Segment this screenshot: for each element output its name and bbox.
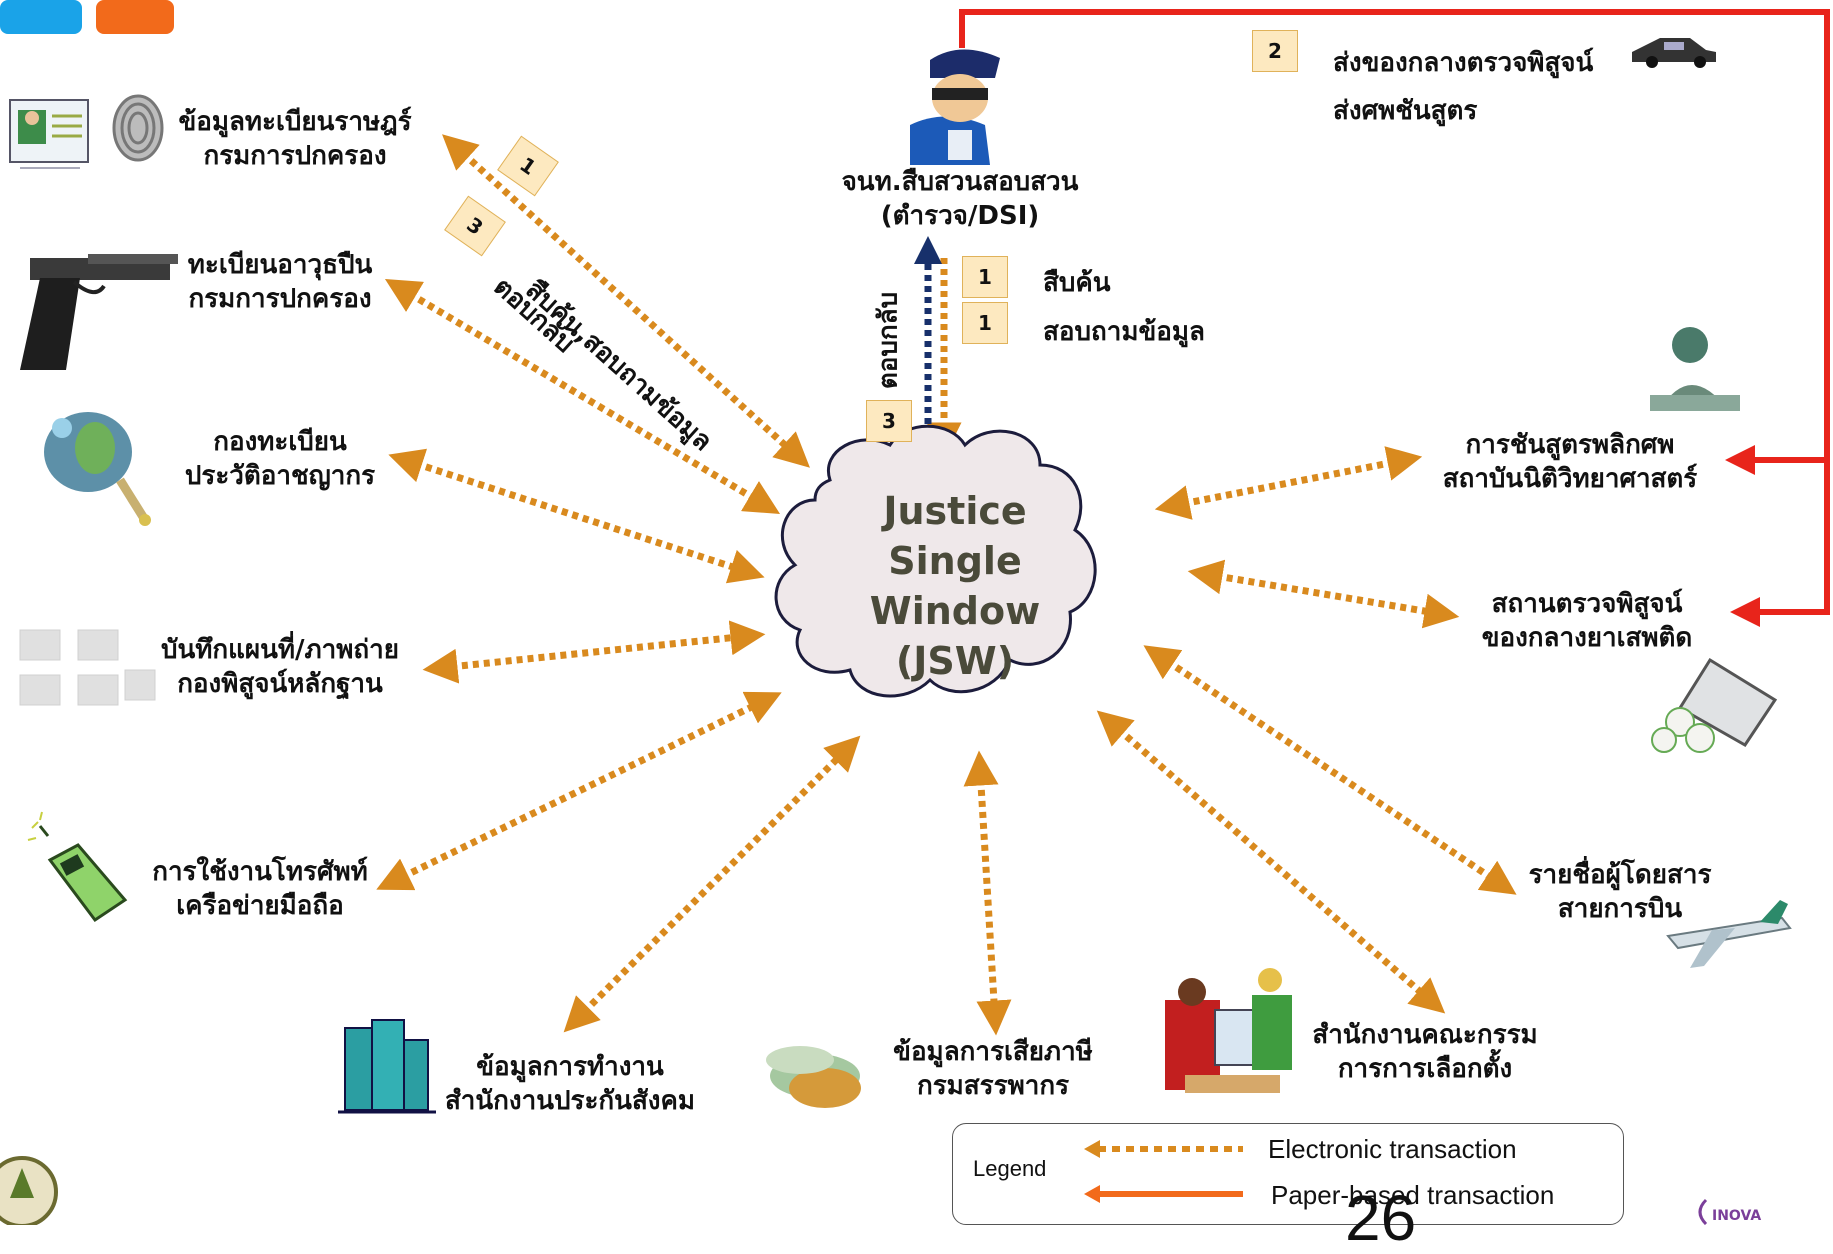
car-icon <box>1632 38 1716 68</box>
svg-text:INOVA: INOVA <box>1712 1208 1761 1224</box>
electronic-links <box>376 134 1517 1036</box>
link-social <box>563 735 861 1033</box>
legend: Legend Electronic transaction Paper-base… <box>952 1123 1624 1225</box>
legend-swatches <box>1084 1140 1243 1203</box>
id-card-icon <box>9 99 89 169</box>
node-election: สำนักงานคณะกรรม การการเลือกตั้ง <box>1312 1020 1538 1084</box>
legend-paper-label: Paper-based transaction <box>1271 1180 1555 1210</box>
jsw-line-3: Window <box>869 589 1041 633</box>
node-map-photo: บันทึกแผนที่/ภาพถ่าย กองพิสูจน์หลักฐาน <box>160 635 399 699</box>
step-badge-1b: 1 <box>962 302 1008 344</box>
node-forensic-autopsy: การชันสูตรพลิกศพ สถาบันนิติวิทยาศาสตร์ <box>1442 430 1698 494</box>
link-tax <box>963 750 1012 1036</box>
legend-title: Legend <box>973 1156 1047 1181</box>
node-tax: ข้อมูลการเสียภาษี กรมสรรพากร <box>893 1037 1093 1101</box>
pistol-icon <box>20 254 178 370</box>
step2-line2: ส่งศพชันสูตร <box>1333 96 1478 126</box>
map-photo-icon <box>19 629 156 706</box>
paper-based-route <box>959 9 1830 627</box>
step-text-search: สืบค้น <box>1043 268 1111 298</box>
jsw-line-1: Justice <box>883 489 1027 533</box>
magnifier-fingerprint-icon <box>44 412 151 526</box>
node-flight-passengers: รายชื่อผู้โดยสาร สายการบิน <box>1528 860 1712 924</box>
jsw-line-2: Single <box>888 539 1022 583</box>
step-badge-2: 2 <box>1252 30 1298 72</box>
node-mobile-usage: การใช้งานโทรศัพท์ เครือข่ายมือถือ <box>152 857 368 921</box>
top-tab-blue <box>0 0 82 34</box>
node-civil-registry: ข้อมูลทะเบียนราษฎร์ กรมการปกครอง <box>178 107 412 171</box>
jsw-line-4: (JSW) <box>895 639 1015 683</box>
step-badge-1a: 1 <box>962 256 1008 298</box>
node-social-security: ข้อมูลการทำงาน สำนักงานประกันสังคม <box>444 1052 696 1116</box>
top-tab-orange <box>96 0 174 34</box>
university-logo-icon <box>0 1156 58 1225</box>
node-criminal-records: กองทะเบียน ประวัติอาชญากร <box>184 427 376 491</box>
link-drug <box>1187 559 1460 629</box>
link-phone <box>376 691 782 891</box>
link-map <box>422 620 766 684</box>
jsw-cloud <box>774 424 1097 698</box>
airplane-icon <box>1666 900 1792 968</box>
page-number: 26 <box>1345 1182 1417 1254</box>
inova-logo-icon: INOVA <box>1698 1198 1761 1225</box>
node-narcotics-lab: สถานตรวจพิสูจน์ ของกลางยาเสพติด <box>1481 589 1693 653</box>
money-stack-icon <box>766 1046 861 1108</box>
link-flight <box>1143 645 1517 895</box>
jsw-title: Justice Single Window (JSW) <box>845 486 1065 686</box>
investigator-label: จนท.สืบสวนสอบสวน (ตำรวจ/DSI) <box>841 167 1079 231</box>
step-text-inquiry: สอบถามข้อมูล <box>1043 317 1205 347</box>
jsw-diagram: INOVA <box>0 0 1830 1225</box>
link-autopsy <box>1154 446 1423 520</box>
step2-line1: ส่งของกลางตรวจพิสูจน์ <box>1333 48 1594 78</box>
forensic-person-icon <box>1650 327 1740 411</box>
mobile-phone-icon <box>27 811 128 923</box>
fingerprint-icon <box>112 94 164 162</box>
police-officer-icon <box>910 49 1000 165</box>
step-badge-3: 3 <box>866 400 912 442</box>
link-criminal <box>388 448 765 584</box>
drug-bottle-icon <box>1651 657 1778 753</box>
legend-electronic-label: Electronic transaction <box>1268 1134 1517 1164</box>
node-firearm-registry: ทะเบียนอาวุธปืน กรมการปกครอง <box>187 250 373 314</box>
reply-vertical-text: ตอบกลับ <box>873 291 904 390</box>
ballot-box-icon <box>1165 968 1292 1093</box>
link-election <box>1096 710 1446 1014</box>
office-building-icon <box>338 1019 436 1114</box>
